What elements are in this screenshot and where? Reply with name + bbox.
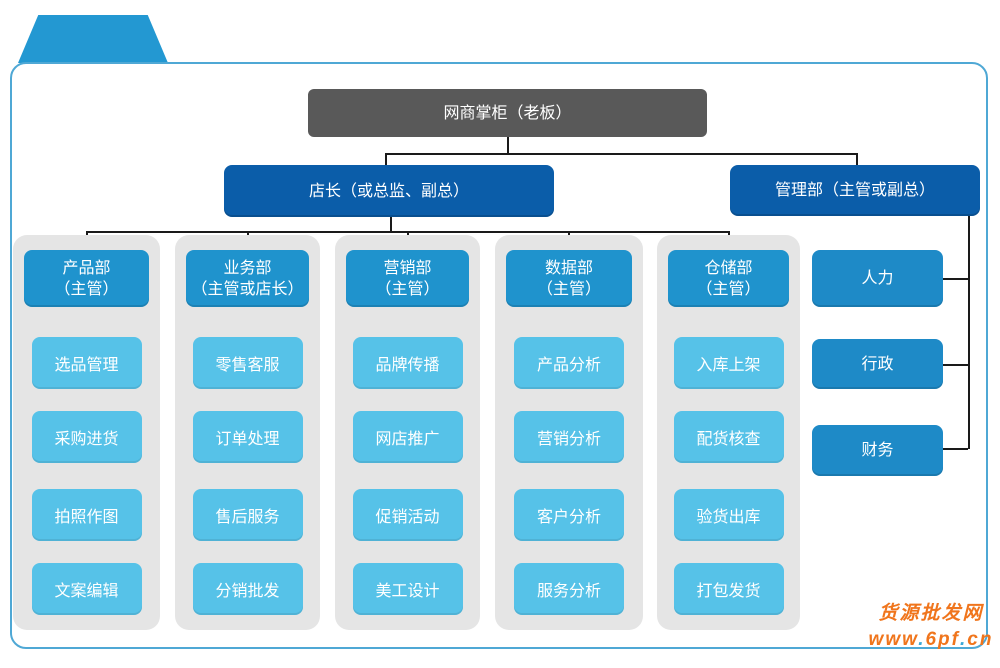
task-node: 入库上架 — [673, 337, 784, 389]
connector — [390, 217, 392, 231]
connector — [856, 153, 858, 166]
task-node: 促销活动 — [352, 489, 463, 541]
dept-header-product: 产品部 （主管） — [24, 250, 149, 307]
watermark: 货源批发网 www.6pf.cn — [868, 601, 994, 653]
dept-subtitle: （主管或店长） — [191, 280, 304, 298]
connector — [968, 216, 970, 449]
task-node: 客户分析 — [514, 489, 624, 541]
dept-title: 产品部 — [62, 259, 111, 277]
dept-subtitle: （主管） — [375, 280, 440, 298]
task-node: 营销分析 — [514, 411, 624, 463]
dept-column-business: 业务部 （主管或店长） 零售客服 订单处理 售后服务 分销批发 — [175, 235, 320, 630]
dept-header-data: 数据部 （主管） — [506, 250, 632, 307]
connector — [943, 278, 968, 280]
dept-header-warehouse: 仓储部 （主管） — [668, 250, 789, 307]
task-node: 分销批发 — [192, 563, 303, 615]
dept-title: 仓储部 — [704, 259, 753, 277]
connector — [507, 137, 509, 153]
dept-column-marketing: 营销部 （主管） 品牌传播 网店推广 促销活动 美工设计 — [335, 235, 480, 630]
task-node: 品牌传播 — [352, 337, 463, 389]
task-node: 零售客服 — [192, 337, 303, 389]
watermark-line1: 货源批发网 — [878, 603, 984, 624]
org-node-admin-dept: 管理部（主管或副总） — [730, 165, 980, 216]
task-node: 打包发货 — [673, 563, 784, 615]
task-node: 售后服务 — [192, 489, 303, 541]
task-node: 服务分析 — [514, 563, 624, 615]
task-node: 产品分析 — [514, 337, 624, 389]
task-node: 验货出库 — [673, 489, 784, 541]
org-node-hr: 人力 — [812, 250, 943, 307]
task-node: 文案编辑 — [31, 563, 142, 615]
org-node-administration: 行政 — [812, 339, 943, 389]
connector — [385, 153, 857, 155]
org-node-store-manager: 店长（或总监、副总） — [224, 165, 554, 217]
task-node: 选品管理 — [31, 337, 142, 389]
task-node: 采购进货 — [31, 411, 142, 463]
connector — [943, 448, 968, 450]
dept-column-data: 数据部 （主管） 产品分析 营销分析 客户分析 服务分析 — [495, 235, 643, 630]
folder-tab-shape — [18, 15, 168, 63]
connector — [385, 153, 387, 166]
dept-subtitle: （主管） — [696, 280, 761, 298]
connector — [943, 364, 968, 366]
task-node: 配货核查 — [673, 411, 784, 463]
dept-column-product: 产品部 （主管） 选品管理 采购进货 拍照作图 文案编辑 — [13, 235, 160, 630]
watermark-line2: www.6pf.cn — [868, 629, 994, 650]
dept-title: 数据部 — [544, 259, 593, 277]
task-node: 网店推广 — [352, 411, 463, 463]
dept-title: 业务部 — [223, 259, 272, 277]
dept-subtitle: （主管） — [54, 280, 119, 298]
dept-subtitle: （主管） — [536, 280, 601, 298]
org-node-boss: 网商掌柜（老板） — [308, 89, 707, 137]
dept-column-warehouse: 仓储部 （主管） 入库上架 配货核查 验货出库 打包发货 — [657, 235, 800, 630]
task-node: 订单处理 — [192, 411, 303, 463]
dept-header-marketing: 营销部 （主管） — [346, 250, 469, 307]
task-node: 美工设计 — [352, 563, 463, 615]
dept-header-business: 业务部 （主管或店长） — [186, 250, 309, 307]
task-node: 拍照作图 — [31, 489, 142, 541]
dept-title: 营销部 — [383, 259, 432, 277]
org-node-finance: 财务 — [812, 425, 943, 476]
